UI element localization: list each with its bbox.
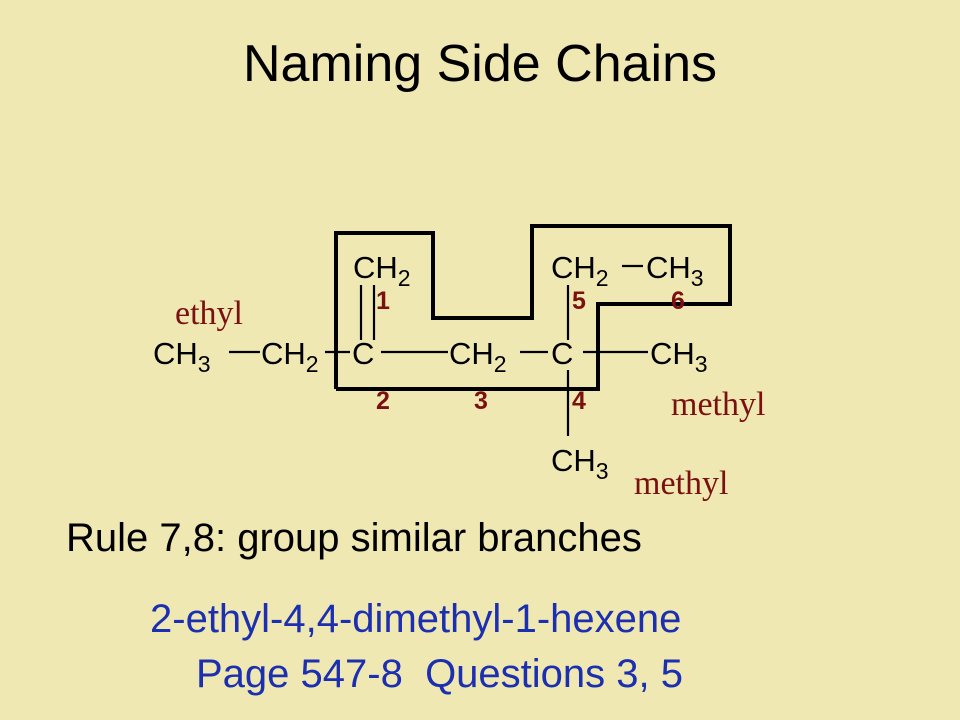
chain-number-1: 1 <box>376 287 390 315</box>
chain-number-4: 4 <box>572 387 586 415</box>
atom-ch2-c5: CH2 <box>551 250 609 291</box>
label-ethyl: ethyl <box>175 295 243 332</box>
slide-title: Naming Side Chains <box>242 35 718 93</box>
atom-ch3-right: CH3 <box>650 336 708 377</box>
atom-ch2-left: CH2 <box>261 336 319 377</box>
chain-number-5: 5 <box>572 287 586 315</box>
atom-c2: C <box>352 336 374 371</box>
rule-text: Rule 7,8: group similar branches <box>66 516 642 560</box>
label-methyl-bottom: methyl <box>634 465 728 502</box>
compound-name: 2-ethyl-4,4-dimethyl-1-hexene <box>150 597 682 641</box>
atom-ch3-bottom: CH3 <box>551 443 609 484</box>
atom-ch2-c3: CH2 <box>449 336 507 377</box>
label-methyl-right: methyl <box>671 386 765 423</box>
page-reference: Page 547-8 Questions 3, 5 <box>196 652 683 696</box>
chain-number-2: 2 <box>376 387 390 415</box>
parent-chain-outline <box>334 224 732 391</box>
atom-ch2-c1: CH2 <box>353 250 411 291</box>
atom-ch3-c6: CH3 <box>646 250 704 291</box>
atom-c4: C <box>551 336 573 371</box>
chain-number-3: 3 <box>474 387 488 415</box>
atom-ch3-left: CH3 <box>153 336 211 377</box>
chain-number-6: 6 <box>671 287 685 315</box>
